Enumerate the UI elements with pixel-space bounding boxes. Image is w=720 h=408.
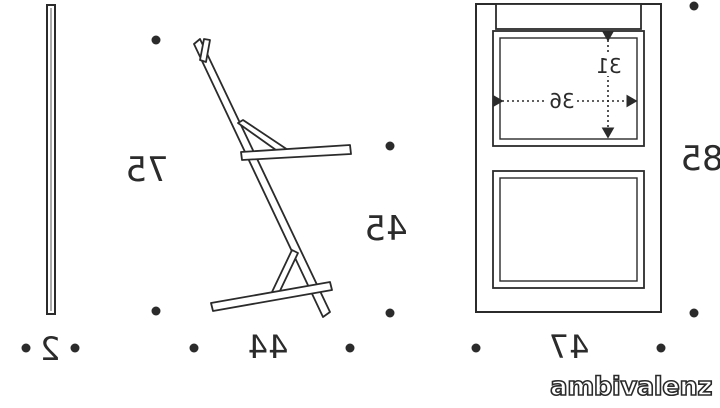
dimension-marker-dot <box>21 343 31 353</box>
dimension-marker-dot <box>70 343 80 353</box>
chair-dimension-markers <box>151 35 395 353</box>
cabinet-front-view: 36 31 <box>475 3 662 313</box>
cabinet-dimension-markers <box>471 1 699 353</box>
top-rail <box>495 3 642 30</box>
side-panel-thickness-label: 2 <box>40 330 60 368</box>
chair-foot-bar <box>210 281 333 312</box>
lower-opening-inner <box>499 177 638 282</box>
opening-width-label: 36 <box>549 89 574 113</box>
chair-height-label: 75 <box>125 150 168 190</box>
chair-side-view <box>193 38 352 318</box>
chair-top-tab <box>199 38 211 63</box>
cabinet-height-label: 85 <box>680 139 720 179</box>
chair-depth-label: 44 <box>248 328 289 366</box>
side-panel-view: 2 <box>21 4 80 368</box>
opening-height-label: 31 <box>596 54 621 78</box>
brand-logo: ambivalenz <box>549 371 713 403</box>
chair-main-leg <box>193 38 331 318</box>
seat-height-label: 45 <box>364 209 407 249</box>
cabinet-width-label: 47 <box>549 328 590 366</box>
chair-seat-bar <box>240 144 352 161</box>
